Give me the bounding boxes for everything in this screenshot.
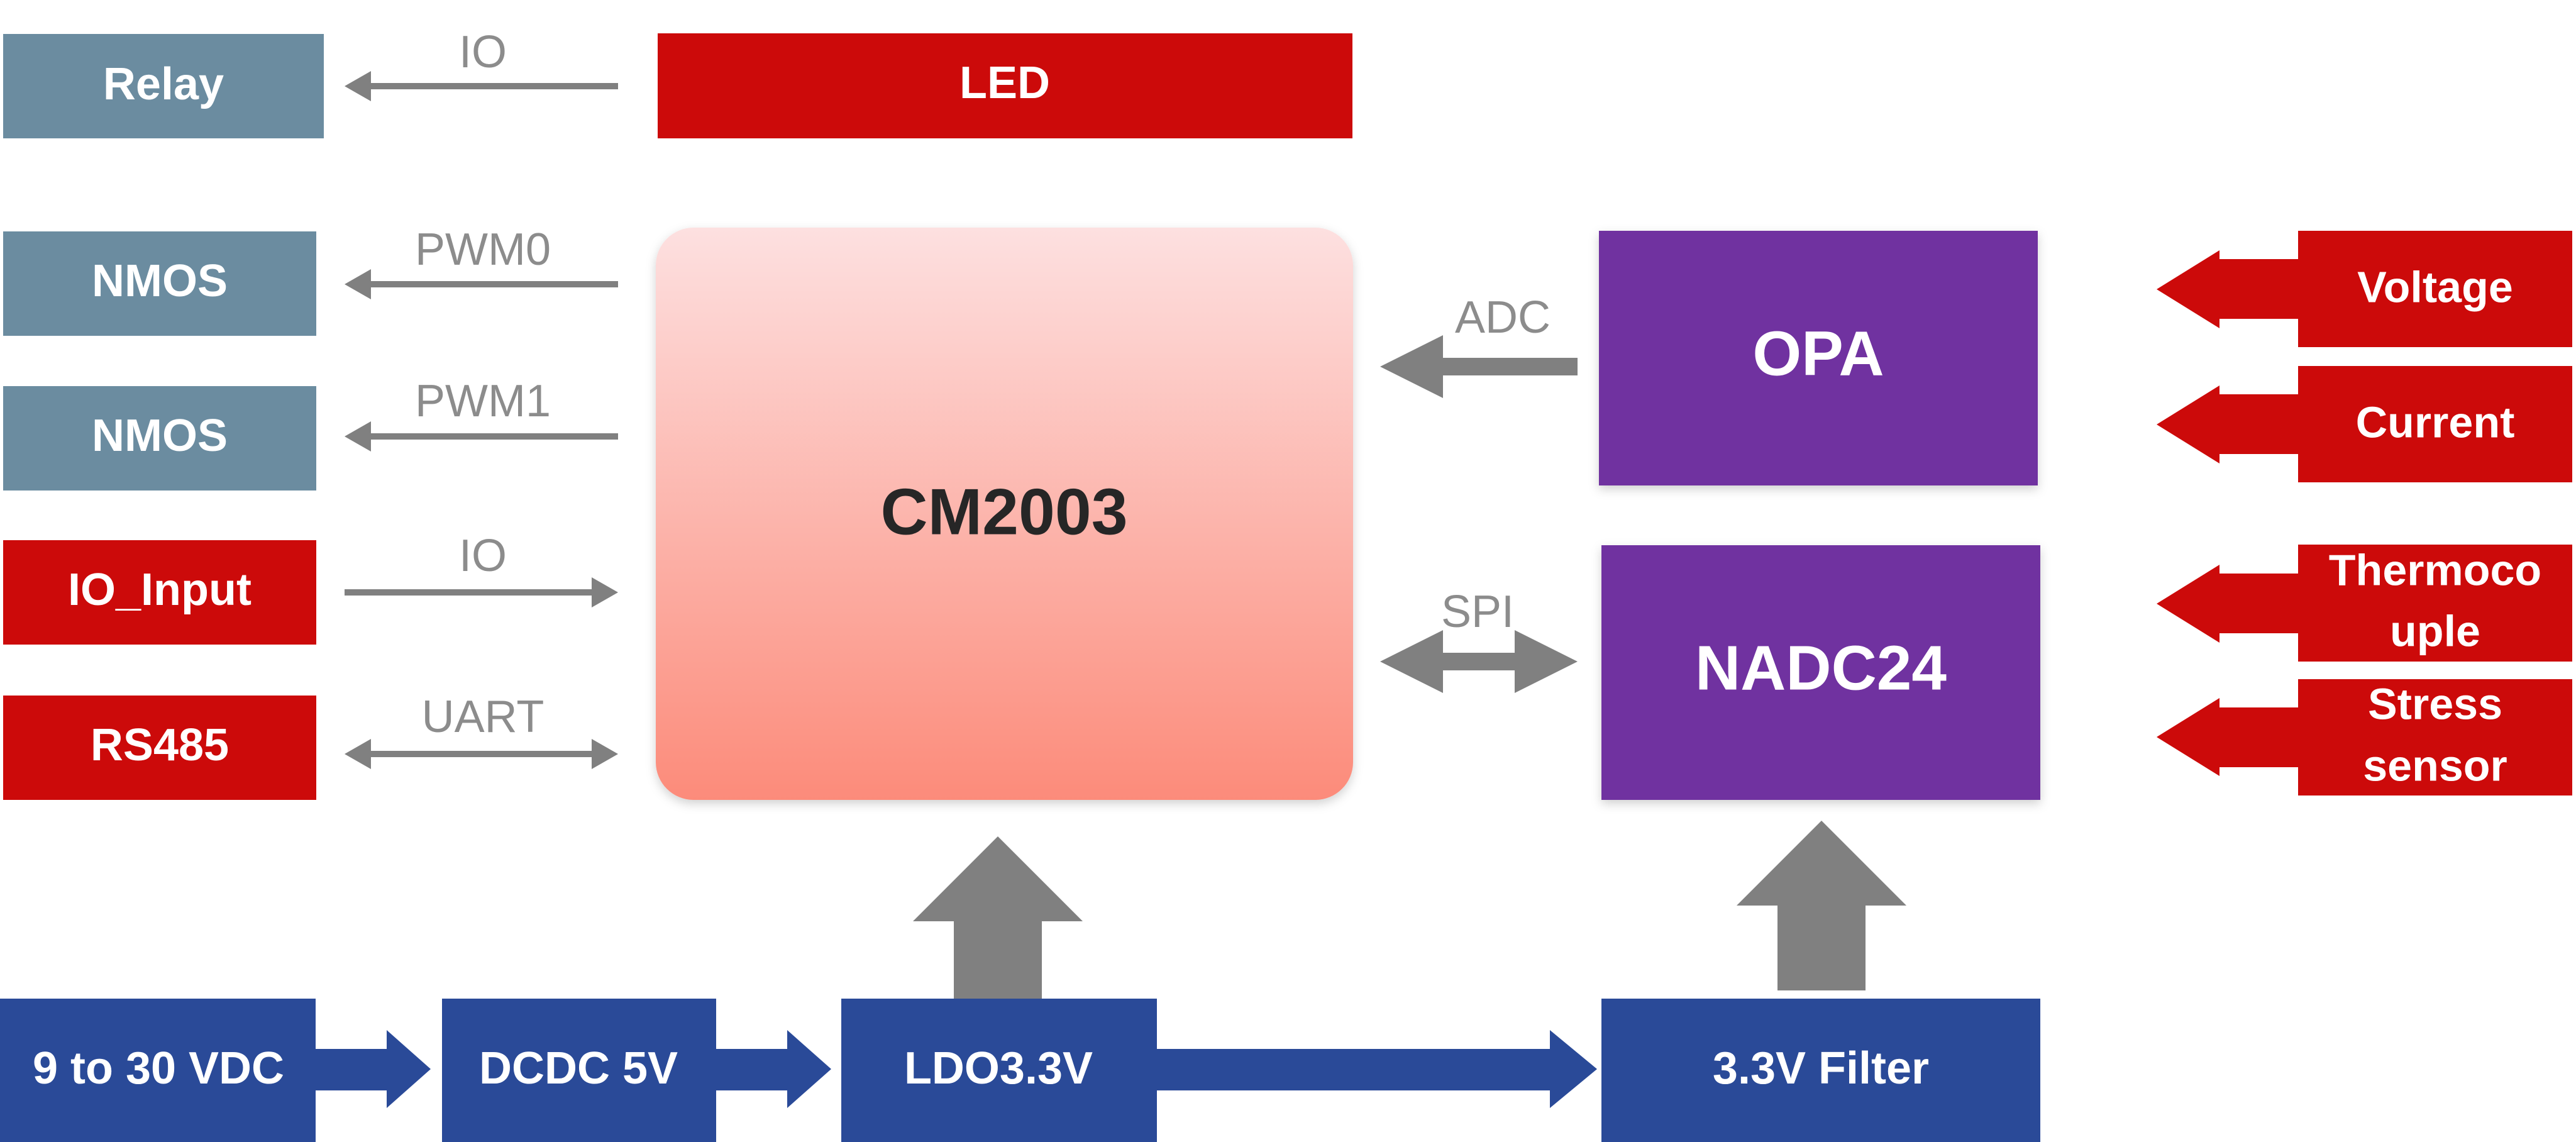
adc-label: ADC	[1455, 292, 1551, 343]
rs485-box	[3, 696, 316, 800]
power-up-arrow-mcu	[913, 836, 1083, 1000]
nmos-label-1: NMOS	[92, 411, 228, 461]
power-input-box	[0, 999, 316, 1142]
nmos-box-1	[3, 386, 316, 491]
stress-label-line1: Stress	[2368, 679, 2502, 728]
filter-box	[1601, 999, 2040, 1142]
current-arrow	[2228, 366, 2572, 482]
thermocouple-label-line1: Thermoco	[2329, 545, 2541, 594]
mcu-label: CM2003	[880, 475, 1127, 548]
ldo-box	[841, 999, 1157, 1142]
stress-label-line2: sensor	[2363, 741, 2507, 790]
pwm1-arrow: PWM1	[345, 376, 618, 452]
ldo-label: LDO3.3V	[904, 1043, 1093, 1094]
voltage-arrow	[2228, 231, 2572, 347]
nmos-block-0: NMOS	[3, 231, 316, 336]
ldo-block: LDO3.3V	[841, 999, 1157, 1142]
relay-io-label: IO	[459, 27, 507, 77]
opa-box	[1599, 231, 2038, 485]
thermocouple-arrowhead	[2157, 565, 2219, 643]
input-io-arrow: IO	[345, 531, 618, 607]
nmos-label-0: NMOS	[92, 256, 228, 306]
relay-box	[3, 34, 324, 138]
dcdc-label: DCDC 5V	[479, 1043, 678, 1094]
uart-arrow: UART	[345, 692, 618, 769]
relay-label: Relay	[103, 59, 224, 109]
input-io-label: IO	[459, 531, 507, 581]
voltage-label: Voltage	[2357, 262, 2513, 311]
power-up-arrow-filter	[1737, 821, 1906, 990]
pwm1-label: PWM1	[415, 376, 551, 426]
rs485-label: RS485	[91, 720, 229, 770]
led-label: LED	[959, 58, 1050, 108]
spi-label: SPI	[1441, 587, 1514, 637]
opa-block: OPA	[1599, 231, 2038, 485]
io-input-label: IO_Input	[68, 565, 252, 615]
thermocouple-arrow	[2228, 545, 2572, 662]
nadc24-block: NADC24	[1601, 545, 2040, 800]
power-arrow-2	[715, 1030, 831, 1108]
nadc24-box	[1601, 545, 2040, 800]
stress-sensor: Stress sensor	[2157, 679, 2572, 796]
pwm0-label: PWM0	[415, 225, 551, 275]
current-label: Current	[2356, 397, 2515, 446]
rs485-block: RS485	[3, 696, 316, 800]
io-input-block: IO_Input	[3, 540, 316, 645]
thermocouple-sensor: Thermoco uple	[2157, 545, 2572, 662]
nmos-box-0	[3, 231, 316, 336]
adc-arrow: ADC	[1380, 292, 1578, 398]
power-input-label: 9 to 30 VDC	[33, 1043, 284, 1094]
uart-label: UART	[422, 692, 544, 742]
relay-io-arrow: IO	[345, 27, 618, 101]
nmos-block-1: NMOS	[3, 386, 316, 491]
filter-block: 3.3V Filter	[1601, 999, 2040, 1142]
nadc24-label: NADC24	[1695, 633, 1947, 703]
voltage-arrowhead	[2157, 250, 2219, 328]
led-block: LED	[658, 33, 1352, 138]
stress-arrow	[2228, 679, 2572, 796]
power-arrow-1	[314, 1030, 431, 1108]
current-arrowhead	[2157, 385, 2219, 463]
dcdc-block: DCDC 5V	[442, 999, 716, 1142]
io-input-box	[3, 540, 316, 645]
pwm0-arrow: PWM0	[345, 225, 618, 299]
current-sensor: Current	[2157, 366, 2572, 482]
relay-block: Relay	[3, 34, 324, 138]
dcdc-box	[442, 999, 716, 1142]
filter-label: 3.3V Filter	[1713, 1043, 1929, 1094]
spi-arrow: SPI	[1380, 587, 1578, 693]
mcu-box	[656, 228, 1353, 800]
opa-label: OPA	[1752, 318, 1884, 389]
mcu-block: CM2003	[656, 228, 1353, 800]
thermocouple-label-line2: uple	[2390, 606, 2480, 655]
stress-arrowhead	[2157, 698, 2219, 776]
power-arrow-3	[1156, 1030, 1597, 1108]
voltage-sensor: Voltage	[2157, 231, 2572, 347]
led-box	[658, 33, 1352, 138]
power-input-block: 9 to 30 VDC	[0, 999, 316, 1142]
